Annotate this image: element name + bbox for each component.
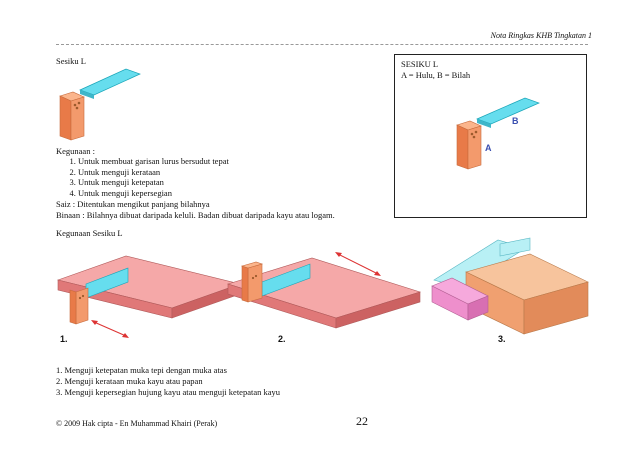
build-text: Binaan : Bilahnya dibuat daripada keluli… [56, 210, 335, 220]
header-title: Nota Ringkas KHB Tingkatan 1 [490, 31, 592, 40]
info-box-title: SESIKU L [401, 59, 439, 69]
use-item: Untuk menguji ketepatan [78, 177, 229, 188]
uses-list: Untuk membuat garisan lurus bersudut tep… [56, 156, 229, 198]
size-text: Saiz : Ditentukan mengikut panjang bilah… [56, 199, 210, 209]
usage-note-1: 1. Menguji ketepatan muka tepi dengan mu… [56, 365, 227, 375]
label-b: B [512, 116, 519, 126]
figure-label-1: 1. [60, 334, 68, 344]
usage-illustration-1 [56, 255, 241, 338]
usage-illustration-2 [226, 252, 421, 329]
use-item: Untuk menguji kepersegian [78, 188, 229, 199]
usage-illustration-3 [431, 237, 589, 335]
label-a: A [485, 143, 492, 153]
info-box: SESIKU L A = Hulu, B = Bilah B A [394, 54, 587, 218]
info-box-legend: A = Hulu, B = Bilah [401, 70, 471, 80]
info-box-text: SESIKU L A = Hulu, B = Bilah [401, 59, 470, 81]
figure-label-2: 2. [278, 334, 286, 344]
footer-copyright: © 2009 Hak cipta - En Muhammad Khairi (P… [56, 419, 218, 428]
try-square-illustration [59, 68, 141, 141]
use-item: Untuk menguji kerataan [78, 167, 229, 178]
usage-note-3: 3. Menguji kepersegian hujung kayu atau … [56, 387, 281, 397]
try-square-labeled-illustration [456, 97, 540, 170]
figure-label-3: 3. [498, 334, 506, 344]
section-title-kegunaan: Kegunaan Sesiku L [56, 228, 123, 238]
usage-note-2: 2. Menguji kerataan muka kayu atau papan [56, 376, 203, 386]
header-rule [56, 44, 588, 45]
uses-list-container: Untuk membuat garisan lurus bersudut tep… [56, 156, 229, 198]
uses-title: Kegunaan : [56, 146, 95, 156]
page-number: 22 [356, 414, 368, 428]
section-title-sesiku-l: Sesiku L [56, 56, 86, 66]
use-item: Untuk membuat garisan lurus bersudut tep… [78, 156, 229, 167]
